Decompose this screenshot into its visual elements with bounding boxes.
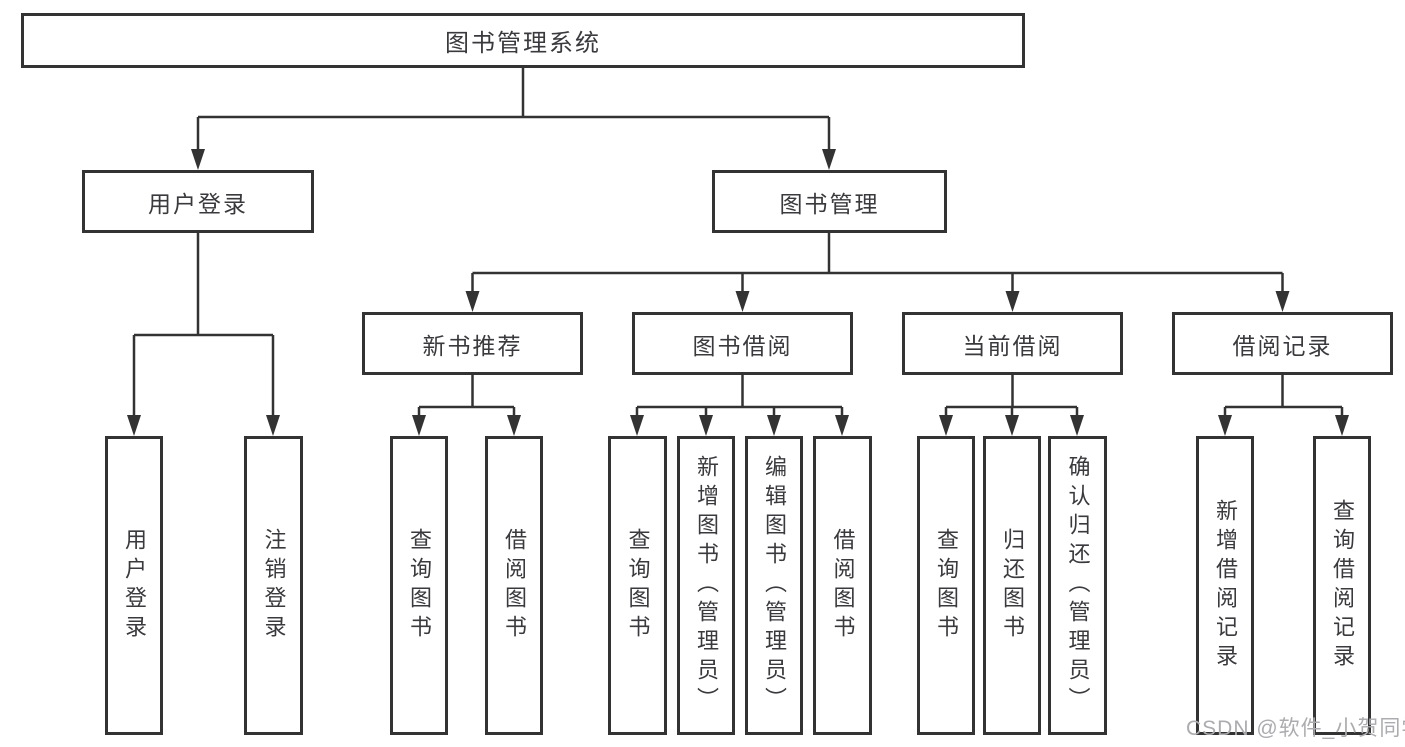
leaf-add-borrow-record: 新增借阅记录 (1196, 436, 1254, 735)
node-label: 借阅图书 (502, 527, 527, 644)
leaf-edit-books-admin: 编辑图书（管理员） (745, 436, 803, 735)
connector-user-login (132, 233, 275, 418)
arrowheads (127, 149, 1349, 436)
leaf-borrow-books-1: 借阅图书 (485, 436, 543, 735)
node-library-management-system: 图书管理系统 (21, 13, 1025, 68)
csdn-watermark: CSDN @软件_小贺同学 (1186, 717, 1405, 740)
node-label: 当前借阅 (962, 332, 1063, 359)
node-label: 新书推荐 (422, 332, 523, 359)
connector-book-borrow (635, 375, 844, 418)
leaf-query-books-2: 查询图书 (608, 436, 667, 735)
node-label: 归还图书 (1000, 527, 1025, 644)
leaf-query-borrow-record: 查询借阅记录 (1313, 436, 1371, 735)
connector-book-management (471, 233, 1284, 294)
node-label: 注销登录 (261, 527, 287, 644)
node-label: 借阅图书 (830, 527, 856, 644)
node-label: 查询图书 (407, 527, 432, 644)
node-label: 查询图书 (625, 527, 651, 644)
node-user-login: 用户登录 (82, 170, 314, 233)
leaf-query-books-1: 查询图书 (390, 436, 448, 735)
node-label: 借阅记录 (1232, 332, 1333, 359)
connector-current-borrow (944, 375, 1079, 418)
leaf-logout: 注销登录 (244, 436, 303, 735)
node-label: 用户登录 (148, 190, 248, 217)
node-label: 新增图书（管理员） (694, 455, 719, 716)
node-current-borrow: 当前借阅 (902, 312, 1123, 375)
node-label: 图书管理 (779, 190, 880, 217)
leaf-user-login: 用户登录 (105, 436, 163, 735)
leaf-confirm-return-admin: 确认归还（管理员） (1048, 436, 1107, 735)
connector-root (196, 68, 831, 152)
node-label: 图书借阅 (692, 332, 793, 359)
connector-new-book-recommend (417, 375, 516, 418)
connector-borrow-records (1223, 375, 1344, 418)
leaf-query-books-3: 查询图书 (917, 436, 975, 735)
leaf-return-books: 归还图书 (983, 436, 1041, 735)
node-label: 图书管理系统 (445, 30, 601, 57)
node-borrow-records: 借阅记录 (1172, 312, 1393, 375)
node-label: 查询借阅记录 (1330, 498, 1355, 673)
node-label: 用户登录 (122, 527, 147, 644)
node-label: 编辑图书（管理员） (762, 455, 787, 716)
leaf-add-books-admin: 新增图书（管理员） (677, 436, 735, 735)
leaf-borrow-books-2: 借阅图书 (813, 436, 872, 735)
node-book-management: 图书管理 (712, 170, 947, 233)
node-book-borrow: 图书借阅 (632, 312, 853, 375)
node-label: 查询图书 (934, 527, 959, 644)
node-label: 确认归还（管理员） (1065, 455, 1091, 716)
node-new-book-recommend: 新书推荐 (362, 312, 583, 375)
node-label: 新增借阅记录 (1213, 498, 1238, 673)
